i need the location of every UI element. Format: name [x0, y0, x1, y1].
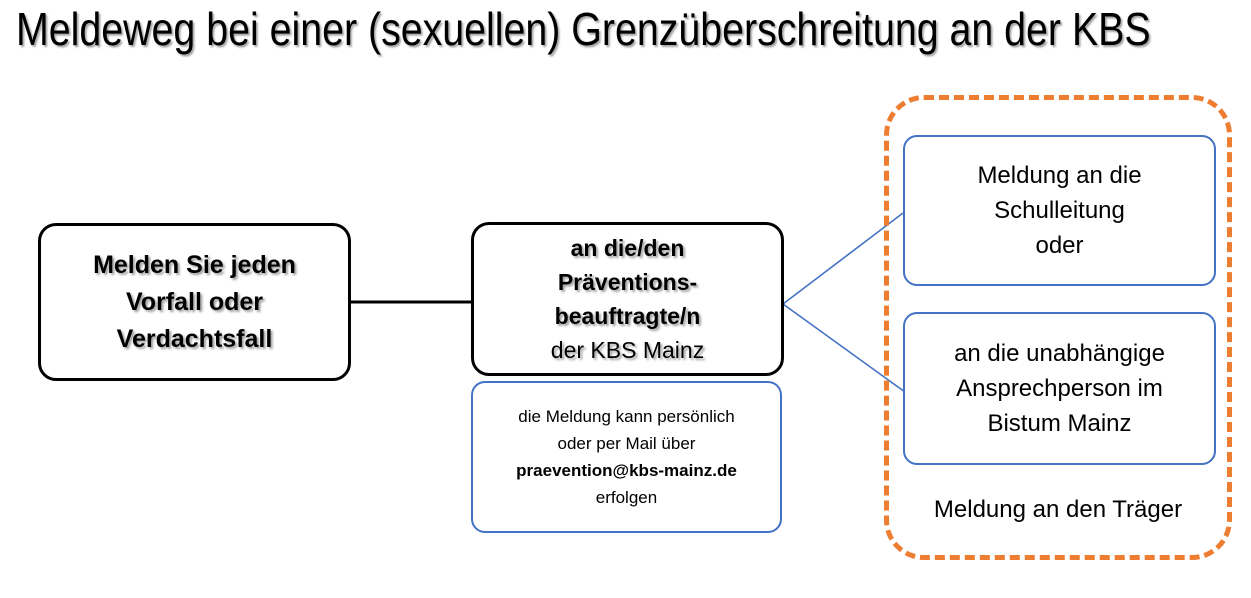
node-how-to-report-line-2: oder per Mail über	[557, 434, 696, 453]
node-prevention-officer-text: an die/den Präventions- beauftragte/n de…	[541, 231, 714, 367]
prevention-email-address[interactable]: praevention@kbs-mainz.de	[516, 461, 737, 480]
node-prevention-officer-line-1: an die/den	[570, 235, 685, 261]
group-report-to-provider	[884, 95, 1232, 560]
node-independent-contact-person[interactable]: an die unabhängige Ansprechperson im Bis…	[903, 312, 1216, 465]
node-independent-contact-person-text: an die unabhängige Ansprechperson im Bis…	[944, 336, 1175, 441]
page-title: Meldeweg bei einer (sexuellen) Grenzüber…	[16, 3, 1151, 55]
node-report-to-school-management-line-3: oder	[1035, 232, 1084, 259]
node-report-incident-text: Melden Sie jeden Vorfall oder Verdachtsf…	[83, 247, 306, 358]
node-prevention-officer-line-3: beauftragte/n	[554, 303, 701, 329]
node-report-to-school-management-line-2: Schulleitung	[994, 197, 1125, 224]
node-report-incident-line-3: Verdachtsfall	[116, 324, 273, 353]
node-independent-contact-person-line-1: an die unabhängige	[954, 340, 1165, 367]
node-how-to-report[interactable]: die Meldung kann persönlich oder per Mai…	[471, 381, 782, 533]
node-prevention-officer-line-4: der KBS Mainz	[550, 337, 705, 363]
node-independent-contact-person-line-2: Ansprechperson im	[956, 375, 1163, 402]
node-how-to-report-line-4: erfolgen	[595, 488, 658, 507]
node-report-to-school-management-text: Meldung an die Schulleitung oder	[967, 158, 1151, 263]
node-report-to-school-management[interactable]: Meldung an die Schulleitung oder	[903, 135, 1216, 286]
node-report-incident-line-1: Melden Sie jeden	[93, 250, 296, 279]
node-how-to-report-line-1: die Meldung kann persönlich	[518, 407, 735, 426]
node-report-incident[interactable]: Melden Sie jeden Vorfall oder Verdachtsf…	[38, 223, 351, 381]
node-report-to-school-management-line-1: Meldung an die	[977, 162, 1142, 189]
node-report-incident-line-2: Vorfall oder	[125, 287, 264, 316]
group-report-to-provider-label: Meldung an den Träger	[933, 496, 1183, 523]
node-prevention-officer-line-2: Präventions-	[557, 269, 698, 295]
node-independent-contact-person-line-3: Bistum Mainz	[987, 410, 1132, 437]
node-how-to-report-text: die Meldung kann persönlich oder per Mai…	[506, 403, 747, 511]
node-prevention-officer[interactable]: an die/den Präventions- beauftragte/n de…	[471, 222, 784, 376]
